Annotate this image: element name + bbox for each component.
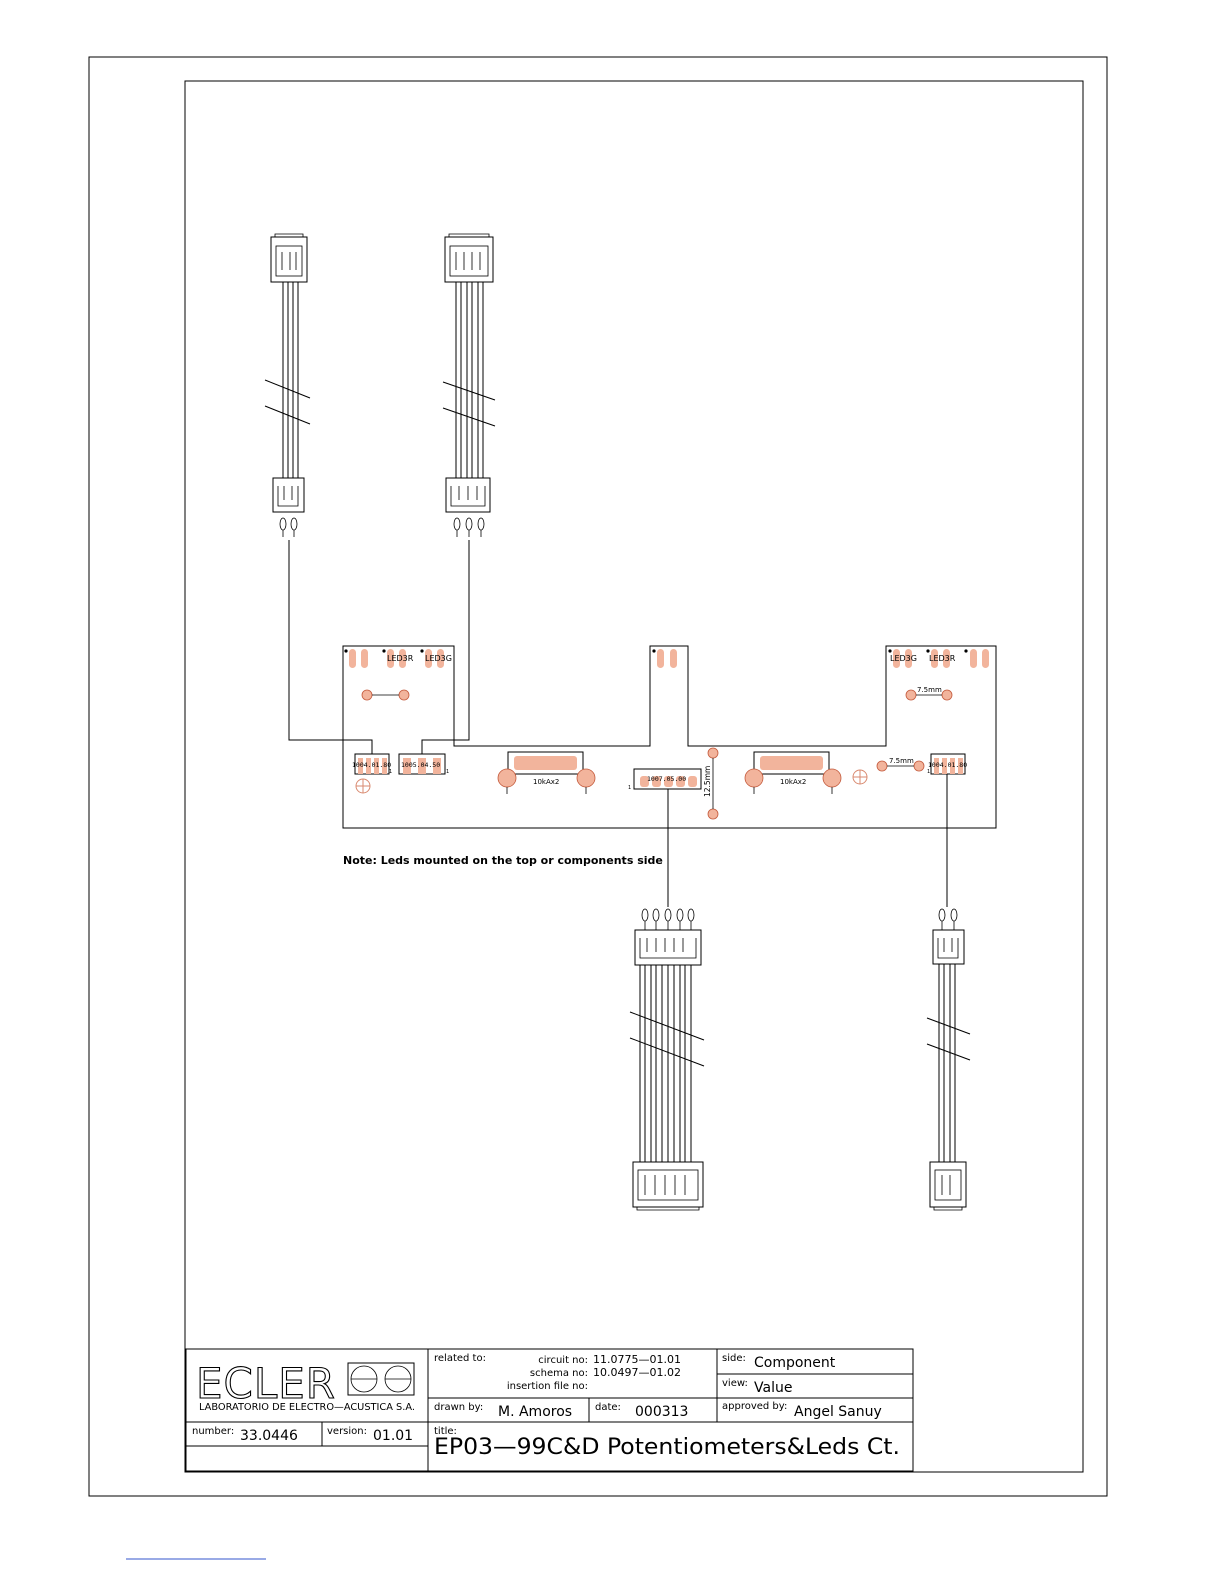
outer-frame [88, 56, 1108, 1497]
board-connector-2 [398, 753, 446, 775]
dim-12-5mm [707, 747, 719, 820]
ecler-logo: ECLER [195, 1358, 415, 1409]
led-label-2: LED3G [425, 654, 452, 663]
conn-pin-2: 1 [446, 769, 449, 775]
title-label: title: [434, 1426, 457, 1437]
conn-pin-4: 1 [927, 769, 930, 775]
conn-pin-3: 1 [628, 785, 631, 791]
potentiometer-1 [497, 751, 596, 794]
dim-label-3: 12.5mm [703, 766, 712, 797]
dim-label-1: 7.5mm [917, 686, 942, 694]
cable-2wire-top-left [264, 233, 311, 537]
conn-label-1: 1004.01.80 [352, 761, 391, 769]
schema-label: schema no: [530, 1368, 588, 1379]
side-label: side: [722, 1353, 746, 1364]
led-label-1: LED3R [387, 654, 414, 663]
board-connector-4 [930, 753, 966, 775]
drawn-label: drawn by: [434, 1402, 483, 1413]
conn-label-2: 1005.04.50 [401, 761, 440, 769]
conn-pin-1: 1 [389, 769, 392, 775]
side-value: Component [754, 1355, 836, 1371]
insertion-label: insertion file no: [507, 1381, 588, 1392]
date-label: date: [595, 1402, 621, 1413]
logo-text: ECLER [196, 1359, 336, 1408]
version-value: 01.01 [373, 1428, 413, 1444]
conn-label-4: 1004.01.80 [928, 761, 967, 769]
led-pads-right [888, 649, 989, 701]
circuit-value: 11.0775—01.01 [593, 1353, 681, 1366]
led-label-3: LED3G [890, 654, 917, 663]
number-value: 33.0446 [240, 1428, 298, 1444]
led-pads-left [344, 649, 444, 701]
date-value: 000313 [635, 1404, 688, 1420]
view-label: view: [722, 1378, 748, 1389]
mounting-note: Note: Leds mounted on the top or compone… [343, 854, 663, 867]
dim-7-5mm-lower [876, 760, 925, 772]
wire-to-conn-2 [421, 540, 470, 754]
circuit-label: circuit no: [538, 1355, 588, 1366]
related-label: related to: [434, 1353, 486, 1364]
schema-value: 10.0497—01.02 [593, 1366, 681, 1379]
led-label-4: LED3R [929, 654, 956, 663]
wire-to-conn-1 [288, 540, 373, 754]
pot-label-1: 10kAx2 [533, 778, 559, 786]
board-connector-1 [354, 753, 390, 775]
mounting-hole-right [852, 769, 868, 785]
drawn-value: M. Amoros [498, 1404, 572, 1420]
led-pads-middle [652, 649, 677, 668]
inner-frame [184, 80, 1084, 1473]
view-value: Value [754, 1380, 792, 1396]
approved-value: Angel Sanuy [794, 1404, 882, 1420]
cable-5wire-bottom [629, 908, 705, 1211]
approved-label: approved by: [722, 1401, 787, 1412]
number-label: number: [192, 1426, 234, 1437]
pcb-outline [342, 645, 997, 829]
version-label: version: [327, 1426, 367, 1437]
board-connector-3 [633, 768, 702, 790]
mounting-hole-left [355, 778, 371, 794]
pot-label-2: 10kAx2 [780, 778, 806, 786]
conn-label-3: 1007.05.00 [647, 775, 686, 783]
company-name: LABORATORIO DE ELECTRO—ACUSTICA S.A. [199, 1402, 415, 1413]
drawing-title: EP03—99C&D Potentiometers&Leds Ct. [434, 1435, 900, 1460]
potentiometer-2 [744, 751, 842, 794]
cable-2wire-bottom-right [926, 908, 971, 1211]
cable-3wire-top [442, 233, 496, 537]
title-block-frame [185, 1348, 914, 1472]
dim-label-2: 7.5mm [889, 757, 914, 765]
